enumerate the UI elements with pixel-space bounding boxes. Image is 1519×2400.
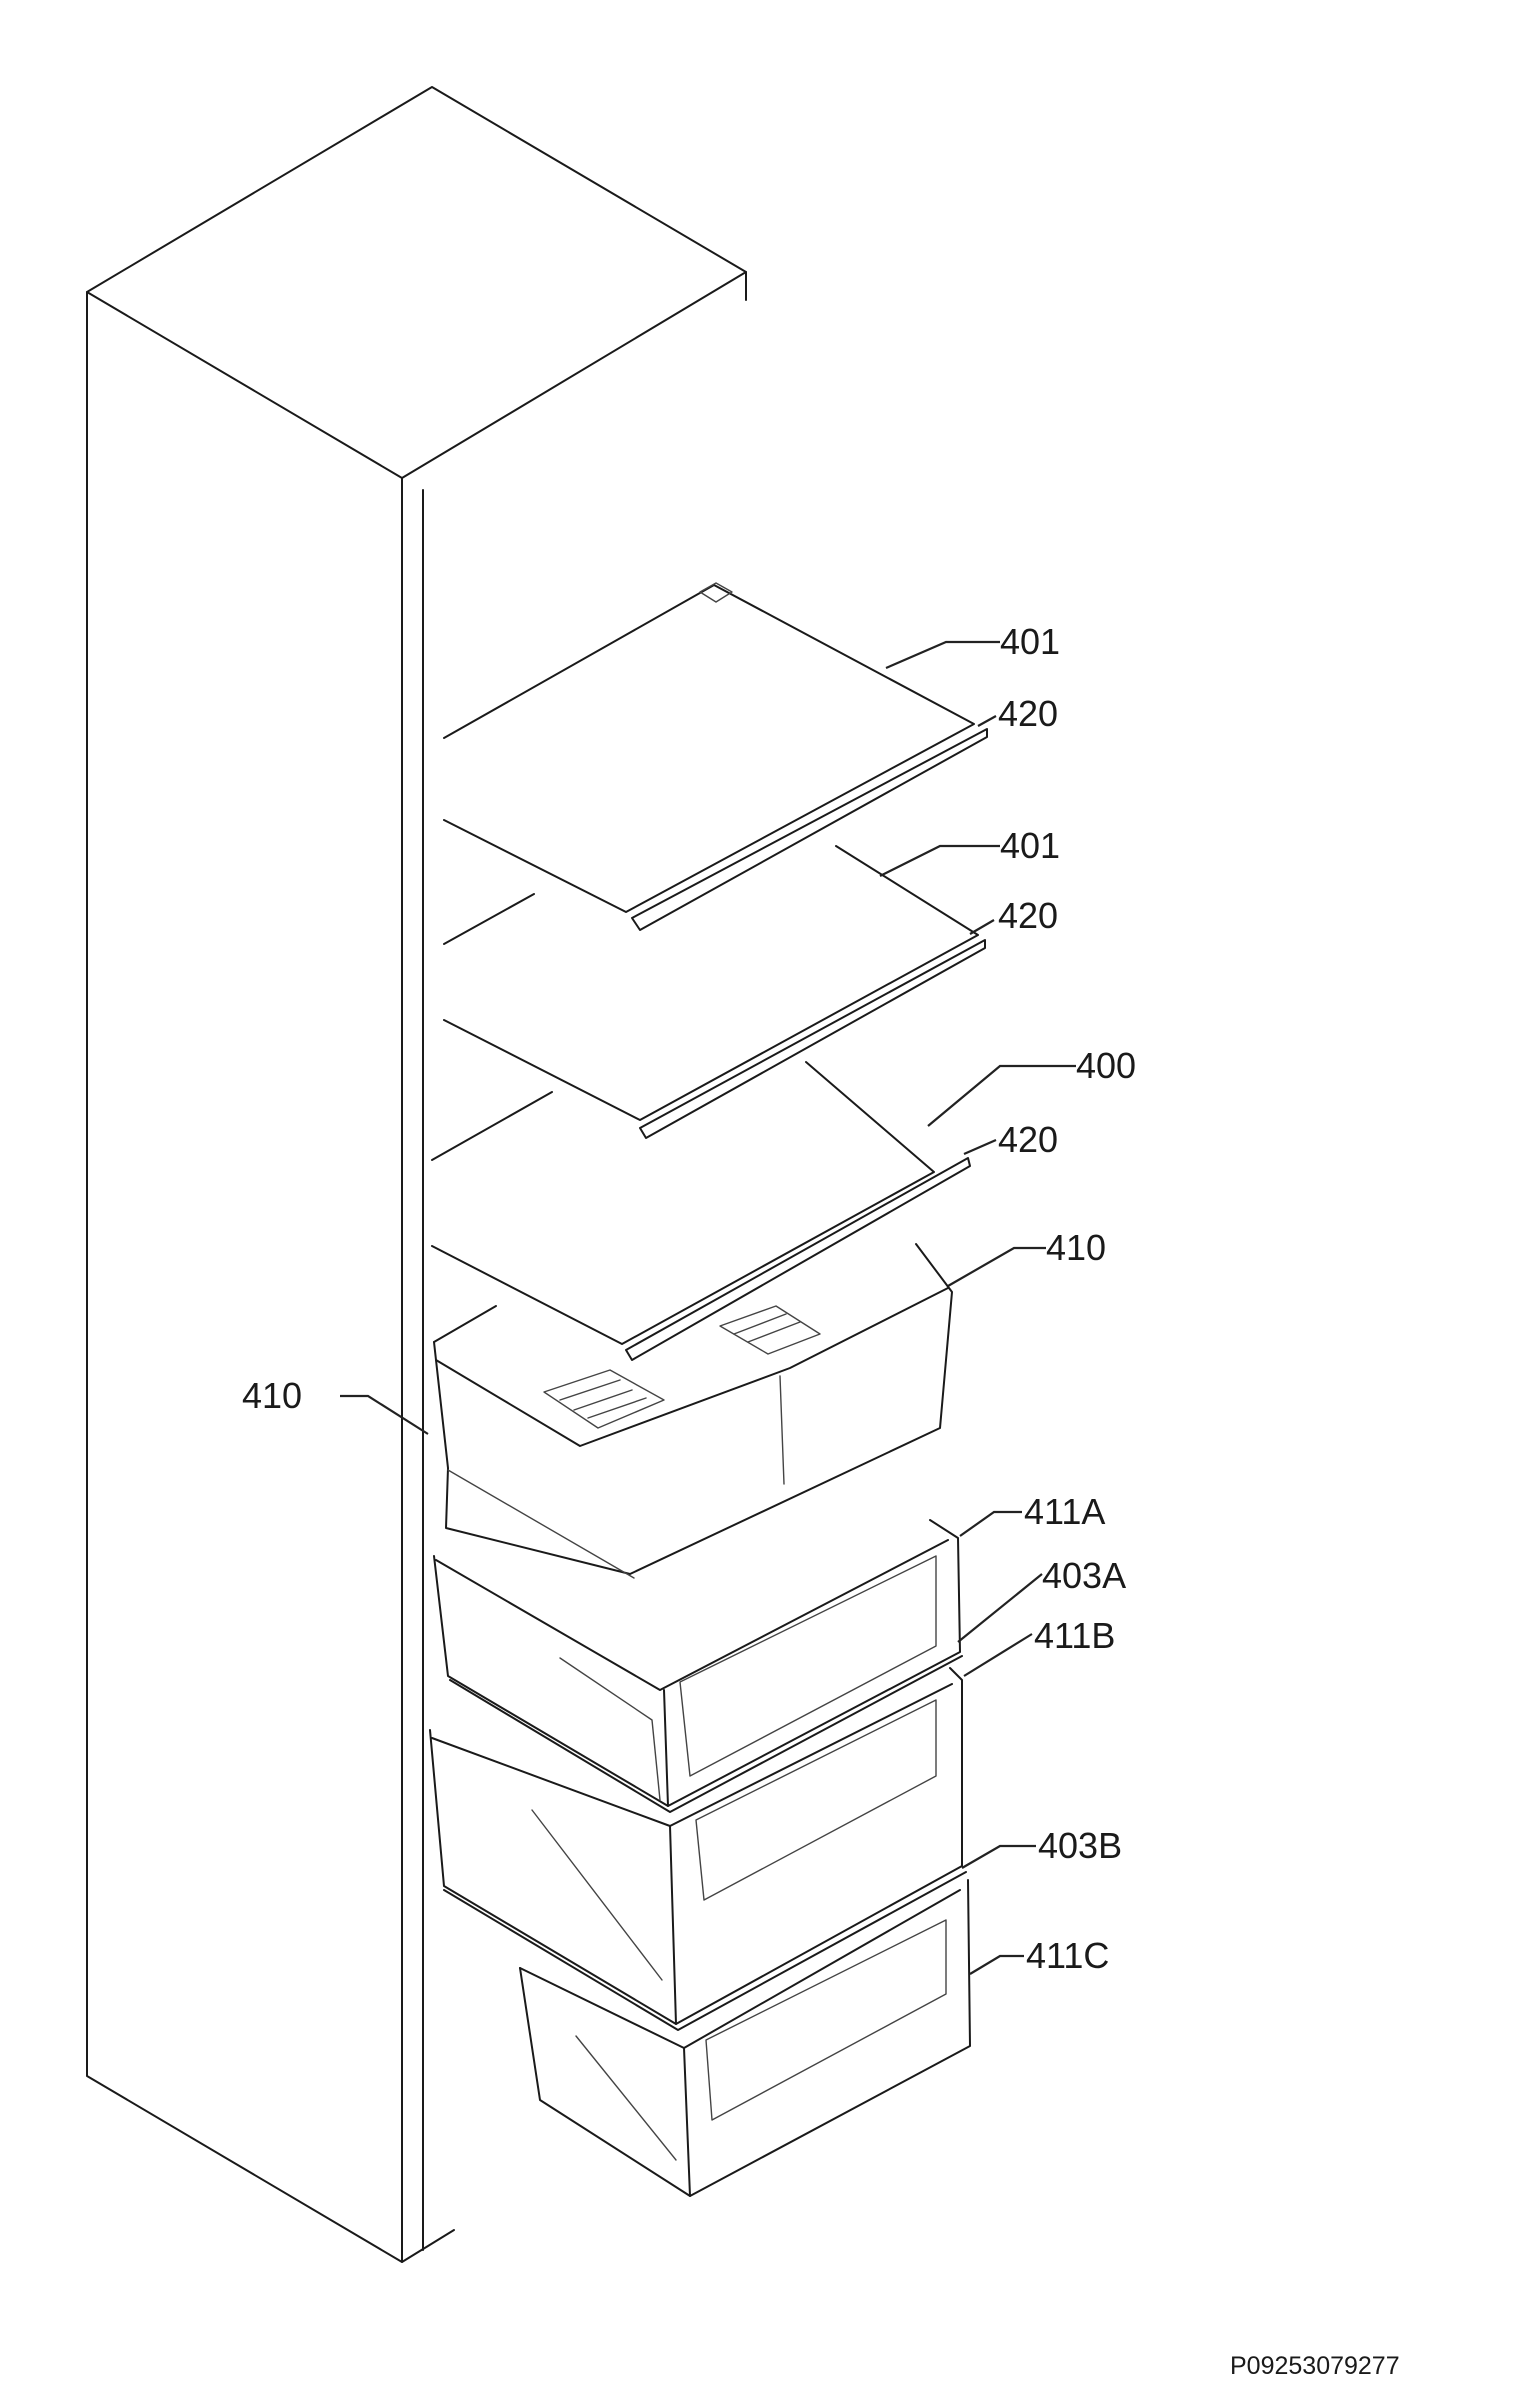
label-403b: 403B	[1038, 1825, 1122, 1866]
crisper-bin-410	[433, 1243, 953, 1579]
drawer-411c	[519, 1879, 971, 2197]
drawing-code: P09253079277	[1230, 2352, 1400, 2380]
fridge-cabinet	[86, 86, 747, 2263]
drawer-411a	[433, 1519, 961, 1807]
label-420-middle: 420	[998, 895, 1058, 936]
label-403a: 403A	[1042, 1555, 1126, 1596]
glass-shelf-400	[431, 1061, 971, 1361]
divider-403a	[449, 1655, 963, 1813]
label-401-top: 401	[1000, 621, 1060, 662]
label-420-lower: 420	[998, 1119, 1058, 1160]
divider-403b	[443, 1871, 967, 2031]
label-411a: 411A	[1024, 1491, 1105, 1532]
label-411b: 411B	[1034, 1615, 1115, 1656]
label-411c: 411C	[1026, 1935, 1109, 1976]
label-400: 400	[1076, 1045, 1136, 1086]
label-420-top: 420	[998, 693, 1058, 734]
leader-lines	[340, 640, 1076, 1975]
label-401-middle: 401	[1000, 825, 1060, 866]
glass-shelf-401-top	[443, 582, 988, 931]
label-410-left: 410	[242, 1375, 302, 1416]
label-410-right: 410	[1046, 1227, 1106, 1268]
drawer-411b	[429, 1667, 963, 2025]
glass-shelf-401-middle	[443, 845, 986, 1139]
